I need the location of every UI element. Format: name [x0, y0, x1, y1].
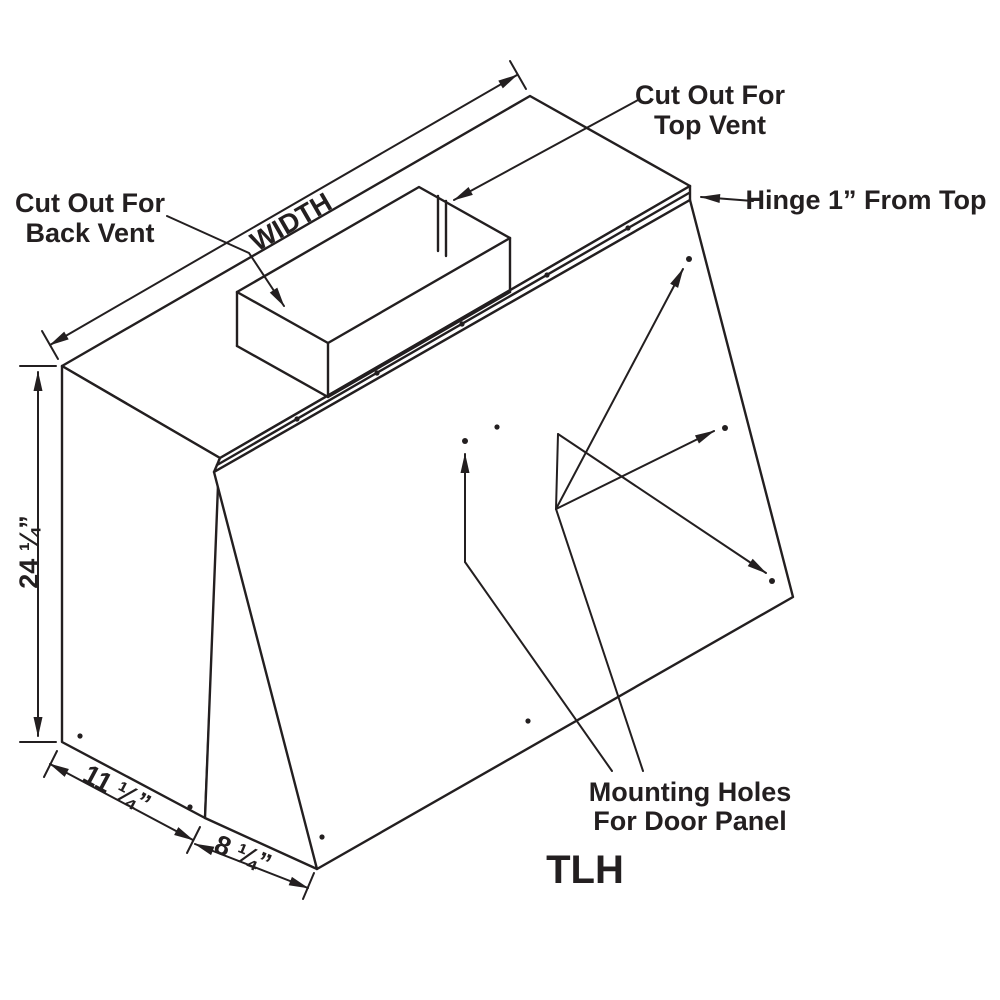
mounting-hole-dot	[319, 834, 325, 840]
mounting-hole-dot	[769, 578, 775, 584]
back-vent-leader-arrow	[166, 215, 285, 307]
mounting-leader-arrow	[557, 433, 767, 574]
screw-hole-dot	[459, 321, 465, 327]
mounting-hole-dot	[722, 425, 728, 431]
top-vent-callout-line2: Top Vent	[654, 110, 766, 140]
screw-hole-dot	[374, 370, 380, 376]
callout-labels: Cut Out For Top Vent Cut Out For Back Ve…	[15, 80, 986, 892]
screw-hole-dot	[625, 225, 631, 231]
back-vent-callout-line2: Back Vent	[25, 218, 154, 248]
top-vent-callout-line1: Cut Out For	[635, 80, 785, 110]
top-vent-leader-arrow	[453, 99, 639, 201]
mounting-hole-dot	[187, 804, 193, 810]
mounting-leader-line	[555, 433, 559, 510]
mounting-hole-dot	[525, 718, 531, 724]
model-label: TLH	[546, 848, 624, 892]
mounting-holes-callout-line1: Mounting Holes	[589, 777, 791, 807]
mounting-holes-callout-line2: For Door Panel	[593, 806, 787, 836]
mounting-leader-line	[464, 561, 613, 772]
width-dimension-arrow	[49, 74, 518, 346]
mounting-hole-dot	[77, 733, 83, 739]
mounting-hole-dot	[494, 424, 500, 430]
mounting-leader-line	[555, 508, 644, 772]
mounting-hole-dot	[686, 256, 692, 262]
screw-hole-dot	[294, 416, 300, 422]
screw-hole-dot	[544, 272, 550, 278]
back-vent-callout-line1: Cut Out For	[15, 188, 165, 218]
door-depth-arrow	[194, 843, 309, 889]
leader-arrows	[166, 99, 767, 772]
door-panel	[212, 198, 795, 871]
mounting-holes-leader-arrows	[460, 268, 767, 772]
height-dimension-label: 24 ¼”	[14, 515, 44, 589]
base-depth-arrow	[49, 763, 194, 841]
height-dimension: 24 ¼”	[14, 365, 57, 743]
mounting-hole-dot	[462, 438, 468, 444]
hinge-leader-arrow	[700, 193, 754, 203]
mounting-leader-arrow	[555, 430, 715, 510]
mounting-leader-arrow	[555, 268, 684, 510]
hinge-callout: Hinge 1” From Top	[746, 185, 987, 215]
